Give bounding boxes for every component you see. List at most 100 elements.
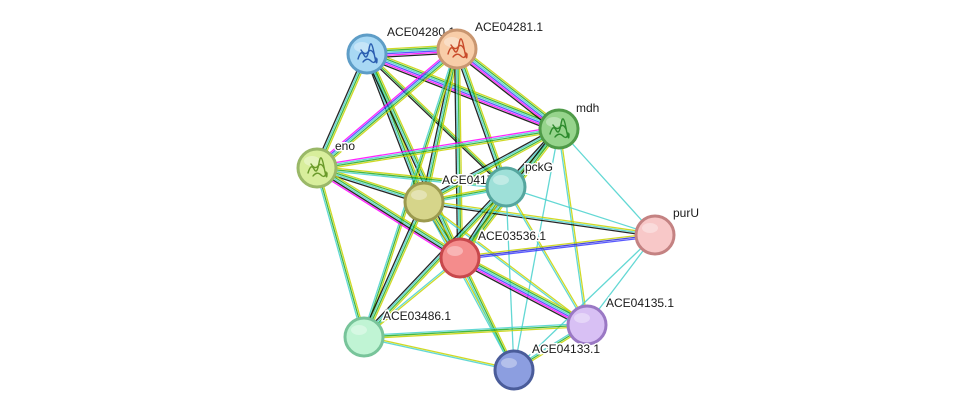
edge-eno-ACE03486.1[interactable] <box>314 167 367 338</box>
edge-evidence-textmining <box>318 164 463 256</box>
edge-evidence-textmining <box>365 188 509 340</box>
edge-pckG-ACE04133.1[interactable] <box>505 186 515 371</box>
edge-pckG-purU[interactable] <box>505 186 656 236</box>
edge-mdh-purU[interactable] <box>558 128 656 236</box>
edge-evidence-database <box>316 127 559 168</box>
edge-evidence-experiment <box>458 259 587 328</box>
node-ACE04281.1[interactable]: ACE04281.1 <box>436 19 545 70</box>
edge-evidence-coexpression <box>453 49 459 259</box>
edge-ACE04177-purU[interactable] <box>423 199 656 238</box>
node-highlight <box>642 223 658 233</box>
edge-pckG-ACE03486.1[interactable] <box>361 184 509 340</box>
edge-evidence-textmining <box>559 128 589 325</box>
edge-evidence-database <box>365 54 460 259</box>
edge-evidence-textmining <box>458 48 464 258</box>
edge-evidence-database <box>423 202 587 327</box>
node-ACE04135.1[interactable]: ACE04135.1 <box>566 295 676 346</box>
node-circle[interactable] <box>538 108 580 150</box>
edge-purU-ACE04133.1[interactable] <box>513 234 656 371</box>
edge-evidence-textmining <box>459 45 562 127</box>
protein-structure-icon <box>307 157 328 178</box>
edge-evidence-homology <box>315 47 457 168</box>
edge-evidence-coexpression <box>365 57 558 134</box>
node-circle[interactable] <box>343 316 385 358</box>
edge-ACE03536.1-ACE03486.1[interactable] <box>363 256 461 339</box>
edge-eno-ACE03536.1[interactable] <box>314 164 463 262</box>
node-highlight <box>354 42 370 52</box>
edge-evidence-database <box>513 234 656 371</box>
edge-evidence-database <box>460 256 588 325</box>
edge-evidence-neighborhood <box>316 167 507 188</box>
edge-evidence-coexpression <box>454 51 557 133</box>
node-label: ACE04135.1 <box>606 296 674 310</box>
edge-evidence-textmining <box>424 200 588 325</box>
edge-ACE04281.1-mdh[interactable] <box>454 45 562 133</box>
edge-evidence-neighborhood <box>367 53 462 258</box>
edge-ACE04135.1-ACE03486.1[interactable] <box>363 322 588 340</box>
edge-evidence-textmining <box>364 325 588 340</box>
edge-evidence-textmining <box>364 258 461 339</box>
edge-evidence-database <box>423 201 656 236</box>
edge-eno-pckG[interactable] <box>316 165 507 190</box>
node-circle[interactable] <box>439 237 481 279</box>
edge-evidence-neighborhood <box>457 48 462 258</box>
node-ACE04177[interactable]: ACE0417 <box>403 172 495 223</box>
node-circle[interactable] <box>634 214 676 256</box>
edge-evidence-database <box>558 128 656 236</box>
edge-mdh-eno[interactable] <box>316 125 560 172</box>
edge-evidence-neighborhood <box>317 49 459 170</box>
edge-ACE04177-ACE03486.1[interactable] <box>361 200 427 339</box>
node-ACE03486.1[interactable]: ACE03486.1 <box>343 308 453 358</box>
edge-evidence-neighborhood <box>317 54 369 169</box>
edge-evidence-coexpression <box>454 49 505 189</box>
edge-evidence-textmining <box>461 253 590 323</box>
node-purU[interactable]: purU <box>634 205 701 256</box>
node-ACE04133.1[interactable]: ACE04133.1 <box>493 341 602 391</box>
node-circle[interactable] <box>493 349 535 391</box>
edge-ACE03536.1-ACE04135.1[interactable] <box>457 253 590 330</box>
edge-ACE04280.1-eno[interactable] <box>314 52 370 170</box>
node-label: mdh <box>576 101 599 115</box>
edge-ACE04281.1-ACE03536.1[interactable] <box>453 48 464 259</box>
node-eno[interactable]: eno <box>296 138 357 189</box>
edge-evidence-textmining <box>424 199 656 235</box>
node-circle[interactable] <box>566 304 608 346</box>
node-highlight <box>411 190 427 200</box>
edge-ACE04280.1-mdh[interactable] <box>365 49 561 134</box>
edge-mdh-ACE04177[interactable] <box>422 126 561 205</box>
node-label: purU <box>673 206 699 220</box>
edge-evidence-database <box>363 322 587 337</box>
edge-ACE03486.1-ACE04133.1[interactable] <box>363 335 515 372</box>
edge-evidence-database <box>504 187 587 326</box>
node-pckG[interactable]: pckG <box>485 159 555 208</box>
node-circle[interactable] <box>436 28 478 70</box>
edge-ACE04177-ACE04135.1[interactable] <box>423 200 588 327</box>
node-circle[interactable] <box>485 166 527 208</box>
edge-evidence-cooccurrence <box>459 234 656 259</box>
edge-evidence-database <box>557 129 587 326</box>
edge-mdh-ACE04135.1[interactable] <box>557 128 589 326</box>
edge-evidence-experiment <box>455 50 558 132</box>
edge-evidence-textmining <box>365 202 427 339</box>
node-label: ACE04281.1 <box>475 20 543 34</box>
node-circle[interactable] <box>346 33 388 75</box>
node-ACE03536.1[interactable]: ACE03536.1 <box>439 228 548 279</box>
edge-ACE04281.1-eno[interactable] <box>314 46 460 171</box>
edge-pckG-ACE04135.1[interactable] <box>504 186 589 326</box>
edge-evidence-neighborhood <box>424 49 459 203</box>
node-circle[interactable] <box>296 147 338 189</box>
node-mdh[interactable]: mdh <box>538 100 601 150</box>
edge-ACE03536.1-purU[interactable] <box>459 232 656 261</box>
edge-evidence-coexpression <box>457 260 586 330</box>
protein-structure-icon <box>447 38 468 59</box>
node-label: ACE03486.1 <box>383 309 451 323</box>
edge-evidence-coexpression <box>422 126 559 201</box>
edge-evidence-database <box>316 48 458 169</box>
node-ACE04280.1[interactable]: ACE04280.1 <box>346 24 457 75</box>
node-highlight <box>493 175 509 185</box>
edge-ACE03536.1-ACE04133.1[interactable] <box>457 257 517 371</box>
edge-evidence-neighborhood <box>364 187 508 338</box>
node-circle[interactable] <box>403 181 445 223</box>
edge-evidence-homology <box>456 49 559 131</box>
